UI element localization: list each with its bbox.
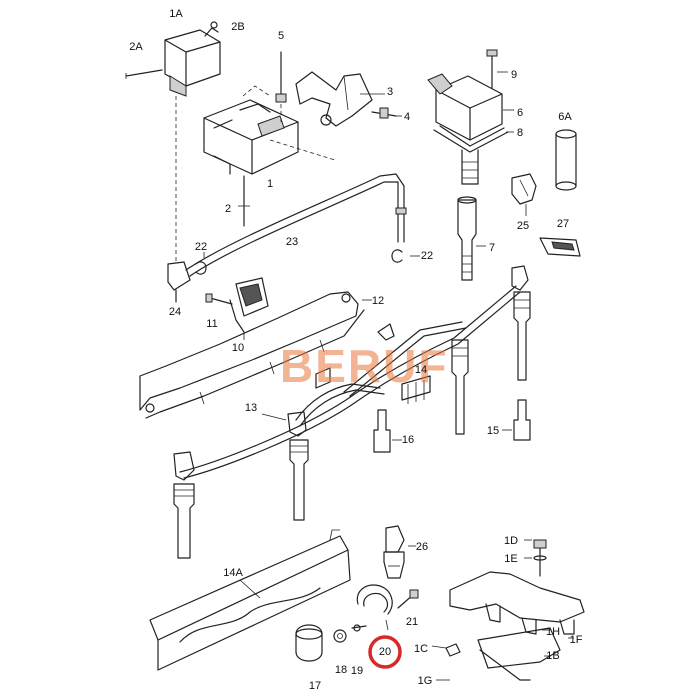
spark-plug-15 — [502, 399, 531, 441]
callout-1a: 1A — [169, 8, 183, 20]
callout-4: 4 — [404, 111, 410, 123]
callout-22a: 22 — [195, 241, 207, 253]
callout-6: 6 — [517, 107, 523, 119]
cylinder-6a — [555, 129, 577, 191]
plug-boot-right-a — [451, 339, 469, 435]
callout-23: 23 — [286, 236, 298, 248]
ignition-leads-13 — [179, 285, 521, 479]
callout-12: 12 — [372, 295, 384, 307]
callout-3: 3 — [387, 86, 393, 98]
callout-6a: 6A — [558, 111, 572, 123]
callout-25: 25 — [517, 220, 529, 232]
callout-1: 1 — [267, 178, 273, 190]
callout-27: 27 — [557, 218, 569, 230]
coil-pack-6 — [427, 49, 514, 185]
bolt-21 — [397, 589, 419, 609]
watermark-text: BERUF — [280, 340, 448, 392]
plate-27 — [539, 237, 581, 257]
callout-14: 14 — [415, 364, 427, 376]
callout-8: 8 — [517, 127, 523, 139]
callout-16: 16 — [402, 434, 414, 446]
callout-21: 21 — [406, 616, 418, 628]
callout-17: 17 — [309, 680, 321, 692]
callout-24: 24 — [169, 306, 181, 318]
ignition-coil-1a — [125, 21, 221, 262]
spark-plug-connector-7 — [457, 196, 486, 281]
bolt-5 — [275, 51, 287, 124]
hose-23 — [185, 173, 407, 277]
mounting-bracket-1f — [431, 539, 585, 681]
callout-1b: 1B — [546, 650, 559, 662]
screw-19 — [351, 624, 367, 632]
callout-19: 19 — [351, 665, 363, 677]
callout-13: 13 — [245, 402, 257, 414]
clamp-17 — [295, 624, 323, 662]
ignition-coil-1 — [203, 85, 336, 227]
callout-1e: 1E — [504, 553, 517, 565]
retainer-bracket-20 — [356, 584, 393, 631]
connector-24 — [167, 249, 420, 303]
plug-boot-right-b — [511, 265, 531, 381]
bracket-3 — [295, 71, 385, 127]
module-10 — [205, 277, 269, 340]
callout-1f: 1F — [570, 634, 583, 646]
sensor-26 — [383, 525, 416, 579]
plug-boot-left — [173, 451, 195, 559]
callout-22b: 22 — [421, 250, 433, 262]
callout-10: 10 — [232, 342, 244, 354]
callout-1g: 1G — [418, 675, 433, 687]
callout-11: 11 — [206, 318, 217, 330]
plug-boot-mid — [287, 411, 309, 521]
callout-18: 18 — [335, 664, 347, 676]
callout-15: 15 — [487, 425, 499, 437]
callout-1c: 1C — [414, 643, 428, 655]
spark-plug-16 — [373, 409, 402, 453]
clip-14 — [401, 375, 431, 404]
callout-1h: 1H — [546, 626, 560, 638]
callout-5: 5 — [278, 30, 284, 42]
callout-14a: 14A — [223, 567, 243, 579]
washer-18 — [333, 629, 347, 643]
bolt-4 — [371, 107, 402, 119]
highlight-ring — [368, 635, 402, 669]
harness-rail-12 — [139, 291, 372, 419]
callout-26: 26 — [416, 541, 428, 553]
callout-2b: 2B — [231, 21, 244, 33]
callout-2: 2 — [225, 203, 231, 215]
highlight-callout-20: 20 — [368, 635, 402, 669]
callout-2a: 2A — [129, 41, 143, 53]
callout-9: 9 — [511, 69, 517, 81]
cover-14a — [149, 529, 351, 671]
callout-7: 7 — [489, 242, 495, 254]
callout-1d: 1D — [504, 535, 518, 547]
clip-25 — [511, 173, 537, 216]
callout-20: 20 — [379, 646, 391, 658]
